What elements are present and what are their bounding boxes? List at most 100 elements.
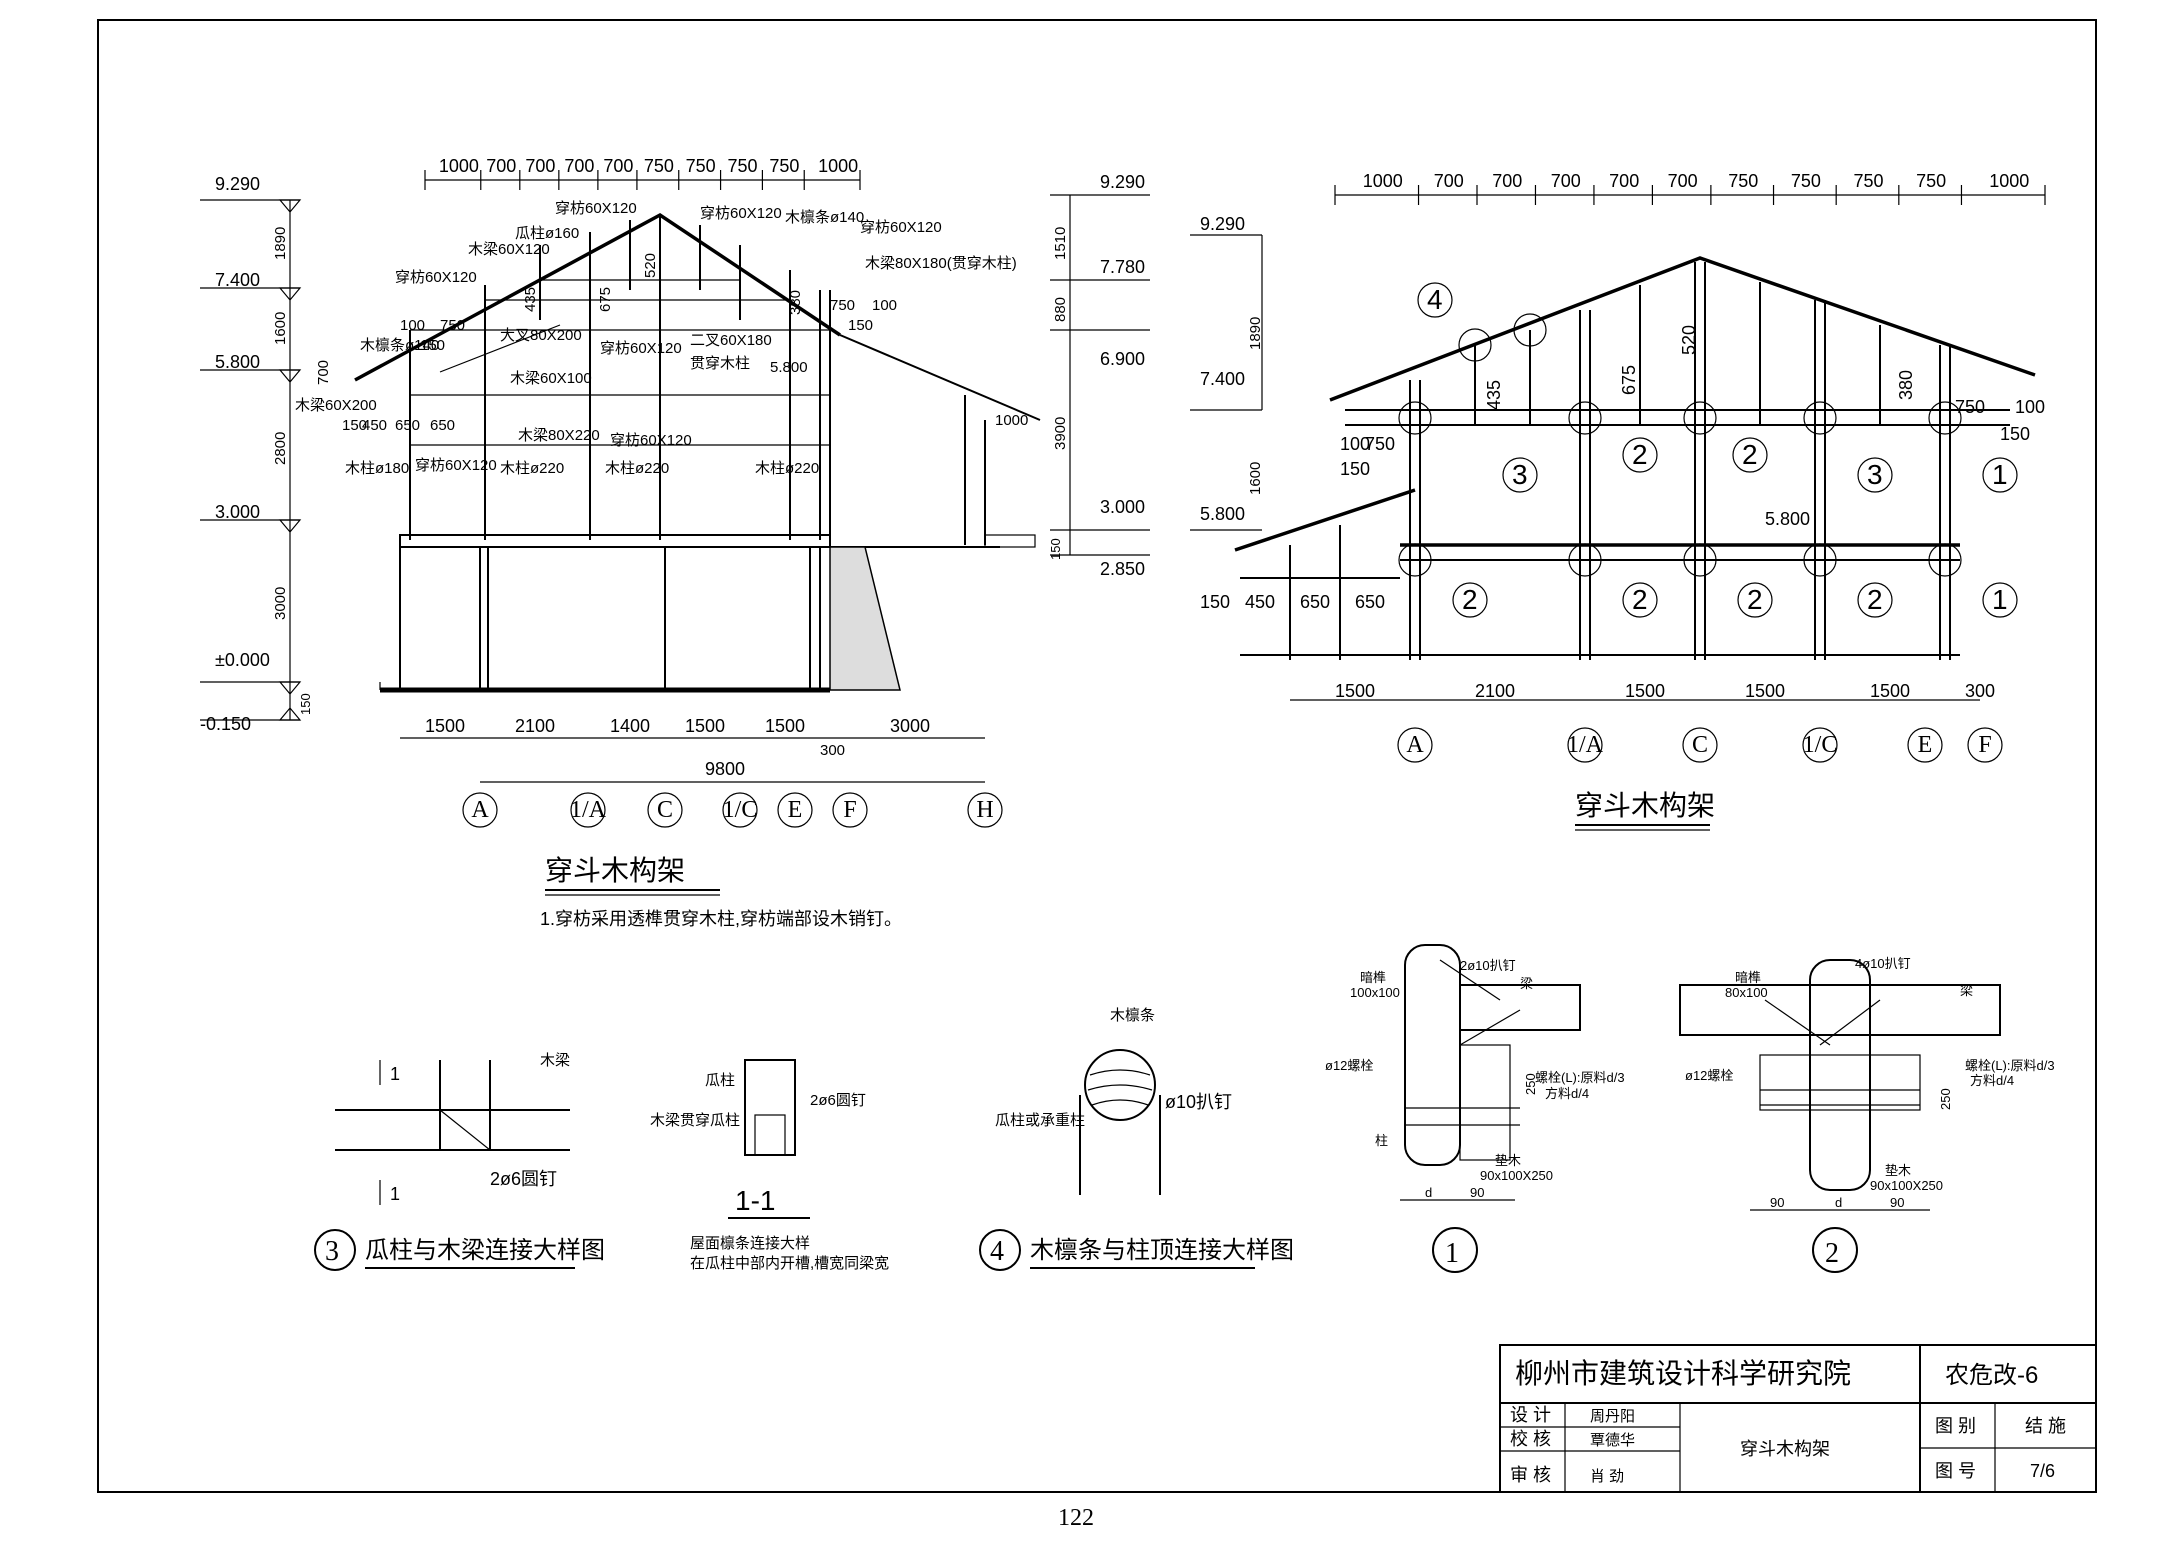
d2-l12: d xyxy=(1835,1195,1842,1210)
dim-5800: 5.800 xyxy=(770,359,808,376)
left-floor-slab xyxy=(399,534,831,548)
top-dim-7: 750 xyxy=(1791,171,1821,191)
d1-l12: d xyxy=(1425,1185,1432,1200)
r-bdim-0: 1500 xyxy=(1335,681,1375,701)
axis-5: F xyxy=(1978,732,1991,758)
d4-label2: 瓜柱或承重柱 xyxy=(995,1112,1085,1129)
bdim-1500b: 1500 xyxy=(685,716,725,736)
lbl-l12: 二叉60X180 xyxy=(690,332,772,349)
r-small-650b: 650 xyxy=(1355,592,1385,612)
d3-number: 3 xyxy=(325,1236,339,1267)
tb-cat-label: 图 别 xyxy=(1935,1416,1976,1436)
r-level-7400: 7.400 xyxy=(1200,369,1245,389)
left-level-marks xyxy=(200,199,302,721)
r-dim-520: 520 xyxy=(1679,325,1699,355)
d2-l5: ø12螺栓 xyxy=(1685,1068,1733,1083)
r-small-450: 450 xyxy=(1245,592,1275,612)
level-0000: ±0.000 xyxy=(215,650,270,670)
lbl-l1: 穿枋60X120 xyxy=(555,200,637,217)
d2-l8: 方料d/4 xyxy=(1970,1073,2014,1088)
lbl-l15: 木梁60X100 xyxy=(510,370,592,387)
axis-3: 1/C xyxy=(1803,732,1838,758)
r-dim-150b: 150 xyxy=(1340,459,1370,479)
tb-design-name: 周丹阳 xyxy=(1590,1408,1635,1425)
right-callout-circles xyxy=(1398,313,1962,577)
axis-2: C xyxy=(657,797,673,823)
r-vdim-1890: 1890 xyxy=(1247,317,1264,350)
d2-l7: 螺栓(L):原料d/3 xyxy=(1965,1058,2055,1073)
lbl-l17: 穿枋60X120 xyxy=(610,432,692,449)
d4-title: 木檩条与柱顶连接大样图 xyxy=(1030,1237,1294,1264)
s11-title: 1-1 xyxy=(735,1185,775,1216)
tb-institute: 柳州市建筑设计科学研究院 xyxy=(1515,1358,1851,1389)
d1-l9: 方料d/4 xyxy=(1545,1086,1589,1101)
r-bdim-4: 1500 xyxy=(1870,681,1910,701)
r-small-150: 150 xyxy=(1200,592,1230,612)
right-title: 穿斗木构架 xyxy=(1575,790,1715,821)
top-dim-1: 700 xyxy=(1434,171,1464,191)
d1-l8: 螺栓(L):原料d/3 xyxy=(1535,1070,1625,1085)
d4-number: 4 xyxy=(990,1236,1004,1267)
callout-4: 4 xyxy=(1427,284,1443,315)
vdim-1890: 1890 xyxy=(272,227,289,260)
bdim-total: 9800 xyxy=(705,759,745,779)
dim-675: 675 xyxy=(597,287,614,312)
lbl-l7: 穿枋60X120 xyxy=(860,219,942,236)
d1-l1: 2ø10扒钉 xyxy=(1460,958,1516,973)
axis-4: E xyxy=(788,797,803,823)
top-dim-3: 700 xyxy=(1551,171,1581,191)
lbl-l16: 木梁80X220 xyxy=(518,427,600,444)
d1-l5: ø12螺栓 xyxy=(1325,1058,1373,1073)
top-dim-10: 1000 xyxy=(1989,171,2029,191)
dim-450: 450 xyxy=(362,417,387,434)
axis-1: 1/A xyxy=(570,797,607,823)
bdim-1400: 1400 xyxy=(610,716,650,736)
s11-caption2: 在瓜柱中部内开槽,槽宽同梁宽 xyxy=(690,1255,889,1272)
d3-nail-label: 2ø6圆钉 xyxy=(490,1169,557,1189)
lbl-l13: 贯穿木柱 xyxy=(690,355,750,372)
tb-cat-value: 结 施 xyxy=(2025,1416,2066,1436)
r-level-5800: 5.800 xyxy=(1200,504,1245,524)
rlevel-7780: 7.780 xyxy=(1100,257,1145,277)
d3-beam-label: 木梁 xyxy=(540,1052,570,1069)
vdim-2800: 2800 xyxy=(272,432,289,465)
dim-150b: 150 xyxy=(420,337,445,354)
d1-l4: 100x100 xyxy=(1350,985,1400,1000)
d1-l6: 柱 xyxy=(1375,1133,1388,1148)
r-dim-435: 435 xyxy=(1484,380,1504,410)
rvdim-150: 150 xyxy=(1048,538,1063,560)
axis-6: H xyxy=(976,797,993,823)
callout-3b: 3 xyxy=(1867,459,1883,490)
bdim-3000: 3000 xyxy=(890,716,930,736)
rvdim-880: 880 xyxy=(1052,297,1069,322)
tb-review-name: 肖 劲 xyxy=(1590,1468,1624,1485)
left-title: 穿斗木构架 xyxy=(545,855,685,886)
top-dim-9: 750 xyxy=(1916,171,1946,191)
top-dim-6: 750 xyxy=(1728,171,1758,191)
lbl-l20: 木柱ø220 xyxy=(500,460,564,477)
left-columns xyxy=(409,215,831,540)
r-small-650a: 650 xyxy=(1300,592,1330,612)
level-7400: 7.400 xyxy=(215,270,260,290)
top-dim-0: 1000 xyxy=(1363,171,1403,191)
r-dim-750: 750 xyxy=(1955,397,1985,417)
lbl-l18: 木柱ø180 xyxy=(345,460,409,477)
page-number: 122 xyxy=(1058,1505,1094,1531)
d2-l3: 暗榫 xyxy=(1735,970,1761,985)
lbl-l9: 大叉80X200 xyxy=(500,327,582,344)
r-dim-100: 100 xyxy=(2015,397,2045,417)
dim-380: 380 xyxy=(787,290,804,315)
rlevel-6900: 6.900 xyxy=(1100,349,1145,369)
callout-2f: 2 xyxy=(1867,584,1883,615)
left-elevation: 9.290 7.400 5.800 3.000 ±0.000 -0.150 18… xyxy=(200,156,1150,929)
vdim-150: 150 xyxy=(298,693,313,715)
dim-650a: 650 xyxy=(395,417,420,434)
lbl-l4: 穿枋60X120 xyxy=(395,269,477,286)
callout-1b: 1 xyxy=(1992,584,2008,615)
tb-design-label: 设 计 xyxy=(1510,1405,1551,1425)
vdim-3000: 3000 xyxy=(272,587,289,620)
lbl-l19: 穿枋60X120 xyxy=(415,457,497,474)
lbl-l3: 木梁60X120 xyxy=(468,241,550,258)
tb-no-value: 7/6 xyxy=(2030,1461,2055,1481)
